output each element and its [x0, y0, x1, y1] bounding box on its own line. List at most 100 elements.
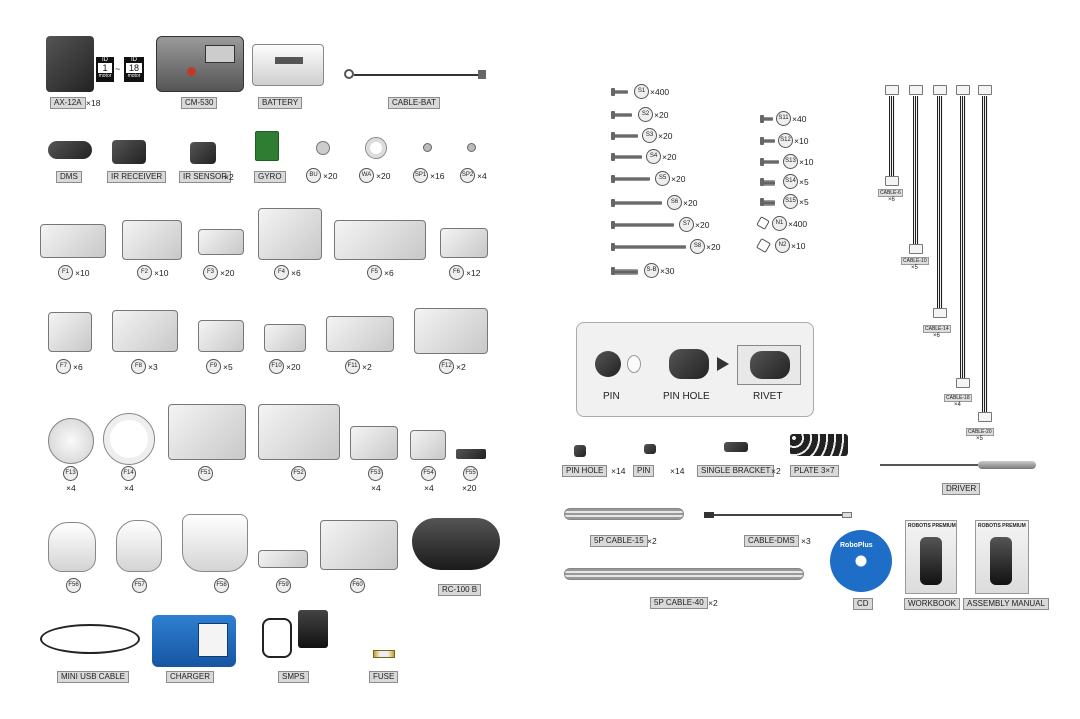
s1-count: ×400 [650, 87, 670, 97]
cable-6-bottom-connector [885, 176, 899, 186]
sp2-code: SP2 [460, 168, 475, 183]
id-tag: ID 1 motor ~ ID 18 motor [96, 57, 148, 83]
s7-code: S7 [679, 217, 694, 232]
pin-hole-image [574, 445, 586, 457]
pin-assembly-diagram: PIN PIN HOLE RIVET [576, 322, 814, 417]
manual-brand: ROBOTIS PREMIUM [978, 523, 1026, 529]
screw-s3-image [611, 132, 638, 140]
f1-count: ×10 [75, 268, 90, 278]
f6-code: F6 [449, 265, 464, 280]
f7-image [48, 312, 92, 352]
cd-image: RoboPlus [830, 530, 892, 592]
sp2-count: ×4 [477, 171, 487, 181]
s4-code: S4 [646, 149, 661, 164]
f2-image [122, 220, 182, 260]
screw-s15-image [760, 198, 775, 206]
screw-s11-image [760, 115, 773, 123]
ir-sensor-label: IR SENSOR [179, 171, 232, 183]
s3-code: S3 [642, 128, 657, 143]
cable-6-label: CABLE-6 [878, 189, 903, 197]
f13-count: ×4 [66, 483, 76, 493]
pin-hole-count: ×14 [611, 466, 626, 476]
5p-cable-15-image [564, 508, 684, 520]
f8-count: ×3 [148, 362, 158, 372]
cable-dms-count: ×3 [801, 536, 811, 546]
bu-image [316, 141, 330, 155]
id-tag-id-2: ID [131, 57, 137, 63]
f3-image [198, 229, 244, 255]
f13-image [48, 418, 94, 464]
f7-code: F7 [56, 359, 71, 374]
id-tag-end: 18 [126, 63, 142, 73]
s12-code: S12 [778, 133, 793, 148]
s11-count: ×40 [792, 114, 807, 124]
cable-10-image [913, 96, 919, 246]
cable-20-label: CABLE-20 [966, 428, 994, 436]
f56-image [48, 522, 96, 572]
servo-image [46, 36, 94, 92]
ir-sensor-image [190, 142, 216, 164]
f55-code: F55 [463, 466, 478, 481]
f9-count: ×5 [223, 362, 233, 372]
f53-code: F53 [368, 466, 383, 481]
screw-s6-image [611, 199, 662, 207]
n2-code: N2 [775, 238, 790, 253]
screw-s5-image [611, 175, 650, 183]
bu-count: ×20 [323, 171, 338, 181]
5p-cable-40-label: 5P CABLE-40 [650, 597, 708, 609]
f57-code: F57 [132, 578, 147, 593]
sp1-code: SP1 [413, 168, 428, 183]
id-tag-id-1: ID [102, 57, 108, 63]
wa-code: WA [359, 168, 374, 183]
pin-hole-label: PIN HOLE [562, 465, 608, 477]
controller-label: CM-530 [181, 97, 218, 109]
cable-6-top-connector [885, 85, 899, 95]
f52-image [258, 404, 340, 460]
sb-code: S-B [644, 263, 659, 278]
charger-image [152, 615, 236, 667]
f13-code: F13 [63, 466, 78, 481]
dms-image [48, 141, 92, 159]
cable-18-label: CABLE-18 [944, 394, 972, 402]
f10-image [264, 324, 306, 352]
f5-code: F5 [367, 265, 382, 280]
pin-diagram-pin-hole [669, 349, 709, 379]
s13-count: ×10 [799, 157, 814, 167]
driver-label: DRIVER [942, 483, 981, 495]
battery-image [252, 44, 324, 86]
screw-s12-image [760, 137, 775, 145]
f58-code: F58 [214, 578, 229, 593]
f2-count: ×10 [154, 268, 169, 278]
plate-label: PLATE 3×7 [790, 465, 839, 477]
f52-code: F52 [291, 466, 306, 481]
s5-code: S5 [655, 171, 670, 186]
smps-image [262, 600, 352, 668]
cable-14-label: CABLE-14 [923, 325, 951, 333]
nut-n2-image [755, 237, 772, 254]
s6-code: S6 [667, 195, 682, 210]
controller-image [156, 36, 244, 92]
s4-count: ×20 [662, 152, 677, 162]
charger-label: CHARGER [166, 671, 215, 683]
f51-image [168, 404, 246, 460]
workbook-image: ROBOTIS PREMIUM [905, 520, 957, 594]
nut-n1-image [756, 216, 770, 230]
gyro-label: GYRO [254, 171, 286, 183]
f59-code: F59 [276, 578, 291, 593]
screw-s2-image [611, 111, 632, 119]
pin-diagram-arrow-icon [717, 357, 729, 371]
f55-image [456, 449, 486, 459]
fuse-image [373, 650, 395, 658]
f6-count: ×12 [466, 268, 481, 278]
cable-18-count: ×4 [954, 402, 961, 408]
bu-code: BU [306, 168, 321, 183]
s8-code: S8 [690, 239, 705, 254]
servo-count: ×18 [86, 98, 101, 108]
s14-code: S14 [783, 174, 798, 189]
pin-diagram-pin [595, 351, 621, 377]
cable-18-image [960, 96, 966, 380]
id-tag-start: 1 [98, 63, 112, 73]
n1-code: N1 [772, 216, 787, 231]
cable-bat-label: CABLE-BAT [388, 97, 440, 109]
servo-label: AX-12A [50, 97, 86, 109]
